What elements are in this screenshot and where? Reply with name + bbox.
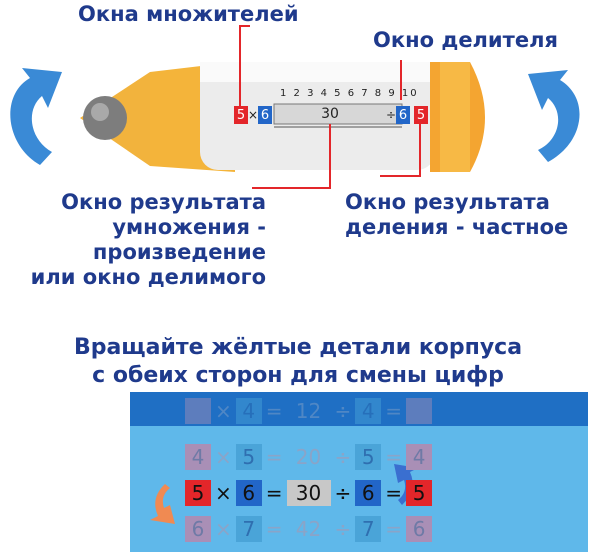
label-product: Окно результата умножения - произведение… <box>30 190 266 289</box>
rotate-left-arrow-icon <box>10 68 62 165</box>
divisor-window: 6 <box>396 106 410 124</box>
drum-eq2: = <box>385 481 403 505</box>
left-multiplier-b: 6 <box>258 106 272 124</box>
drum-result: 30 <box>286 480 331 506</box>
drum-arrow-down-icon <box>150 484 175 524</box>
drum-eq2: = <box>385 517 403 541</box>
drum-cell-q: 6 <box>406 516 433 542</box>
drum-eq: = <box>265 517 283 541</box>
drum-cell-a: 5 <box>185 480 211 506</box>
pointer-product <box>252 124 331 189</box>
pointer-multipliers <box>239 25 250 107</box>
drum-cell-c: 6 <box>355 480 382 506</box>
drum-cell-c: 5 <box>355 444 382 470</box>
drum-cell-q <box>406 398 433 424</box>
drum-cell-b: 4 <box>235 398 262 424</box>
drum-eq: = <box>265 445 283 469</box>
label-quotient: Окно результата деления - частное <box>345 190 569 239</box>
device-result: 30 <box>321 106 339 122</box>
drum-times: × <box>215 399 232 423</box>
drum-div: ÷ <box>334 399 352 423</box>
label-rotate: Вращайте жёлтые детали корпуса с обеих с… <box>73 335 523 388</box>
drum-times: × <box>215 517 232 541</box>
drum-div: ÷ <box>334 481 352 505</box>
drum-times: × <box>215 445 232 469</box>
drum-result: 42 <box>295 517 322 541</box>
drum-eq: = <box>265 481 283 505</box>
drum-cell-b: 7 <box>235 516 262 542</box>
drum-cell-b: 6 <box>235 480 262 506</box>
drum-result: 12 <box>295 399 322 423</box>
drum-cell-b: 5 <box>235 444 262 470</box>
drum-arrow-up-icon <box>394 464 418 505</box>
pointer-quotient <box>380 124 421 177</box>
drum-row: 6×7=42÷7=6 <box>185 516 433 542</box>
drum-cell-c: 7 <box>355 516 382 542</box>
drum-eq2: = <box>385 445 403 469</box>
drum-row: ×4=12÷4= <box>185 398 433 424</box>
div-sign: ÷ <box>385 108 397 122</box>
scale-numbers: 1 2 3 4 5 6 7 8 9 10 <box>280 88 419 99</box>
drum-eq: = <box>265 399 283 423</box>
drum-result: 20 <box>295 445 322 469</box>
left-multiplier-a: 5 <box>234 106 248 124</box>
drum-cell-a <box>185 398 211 424</box>
drum-div: ÷ <box>334 517 352 541</box>
drum-row: 5×6=30÷6=5 <box>185 480 433 506</box>
drum-times: × <box>215 481 232 505</box>
drum-cell-q: 5 <box>406 480 433 506</box>
label-multipliers: Окна множителей <box>78 2 299 26</box>
drum-row: 4×5=20÷5=4 <box>185 444 433 470</box>
drum-cell-a: 4 <box>185 444 211 470</box>
drum-cell-c: 4 <box>355 398 382 424</box>
drum-div: ÷ <box>334 445 352 469</box>
label-divisor: Окно делителя <box>373 28 558 52</box>
quotient-window: 5 <box>414 106 428 124</box>
drum-cell-a: 6 <box>185 516 211 542</box>
times-sign: × <box>247 108 259 122</box>
drum-cell-q: 4 <box>406 444 433 470</box>
rotate-right-arrow-icon <box>528 70 580 162</box>
drum-eq2: = <box>385 399 403 423</box>
